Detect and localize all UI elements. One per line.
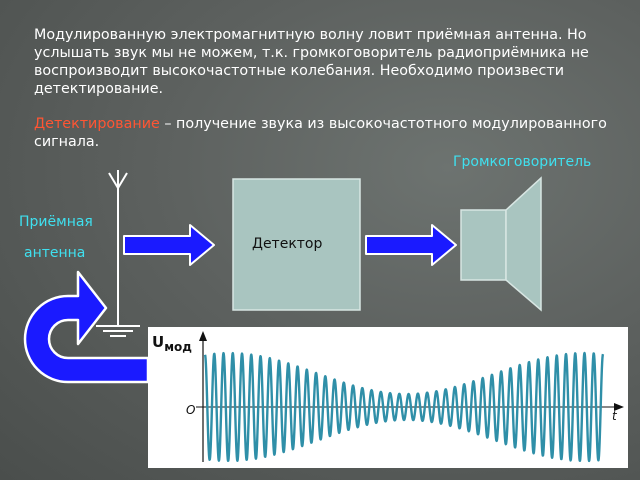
modulated-wave-graph: Uмод O t [148, 327, 628, 468]
definition-text: – получение звука из высокочастотного мо… [34, 116, 607, 150]
speaker-icon [460, 176, 542, 312]
wave-plot [196, 331, 624, 463]
t-axis-label: t [612, 409, 617, 423]
y-axis-label-main: U [152, 333, 165, 351]
y-axis-label: Uмод [152, 333, 192, 354]
antenna-label-line1: Приёмная [19, 214, 93, 230]
curved-arrow-icon [23, 270, 150, 384]
y-axis-label-sub: мод [164, 340, 192, 354]
arrow-to-detector-icon [123, 224, 215, 266]
detector-box [232, 178, 361, 311]
definition-paragraph: Детектирование – получение звука из высо… [34, 115, 634, 151]
antenna-icon [96, 170, 140, 337]
arrow-to-speaker-icon [365, 224, 457, 266]
intro-paragraph: Модулированную электромагнитную волну ло… [34, 27, 589, 97]
antenna-label-line2: антенна [24, 245, 86, 261]
origin-label: O [186, 403, 196, 417]
wave-curve [203, 351, 605, 463]
y-axis-arrow-icon [199, 331, 207, 341]
detector-label: Детектор [252, 236, 323, 252]
t-axis-arrow-icon [614, 403, 624, 411]
speaker-label: Громкоговоритель [453, 154, 592, 170]
term-detection: Детектирование [34, 116, 160, 132]
